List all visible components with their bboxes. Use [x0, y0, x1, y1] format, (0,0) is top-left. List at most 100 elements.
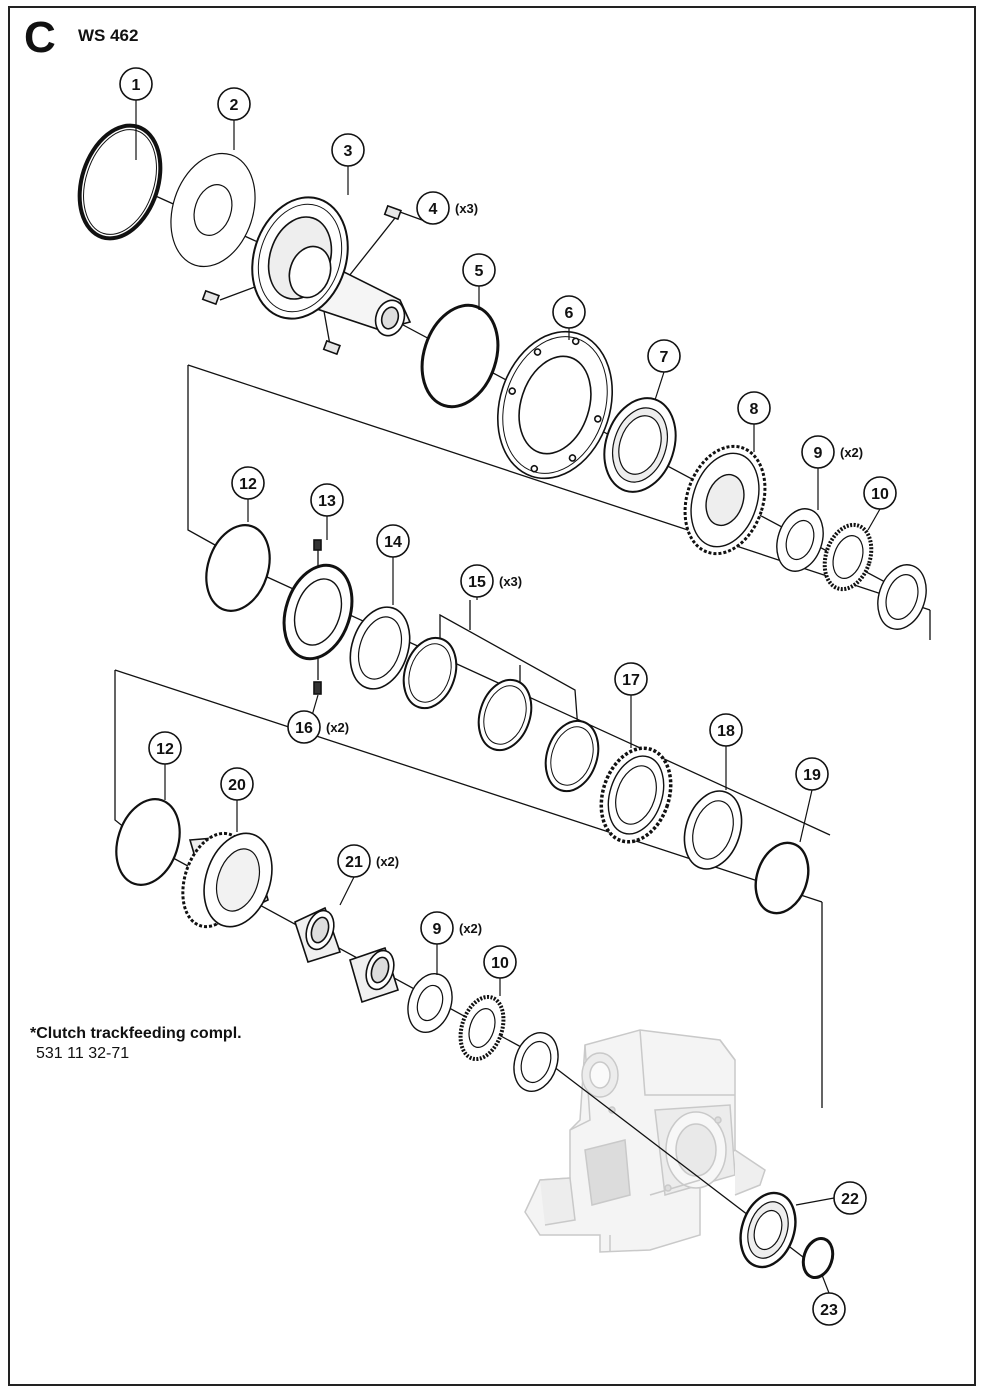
callout-number-9: 9	[433, 921, 442, 938]
washer-9b	[407, 973, 453, 1033]
washer-9a	[776, 508, 824, 572]
callout-bubble-10	[483, 945, 517, 979]
ring-15b	[477, 678, 533, 752]
o-ring-5	[420, 303, 500, 409]
note-part-number: 531 11 32-71	[36, 1045, 130, 1062]
pin-16	[313, 681, 322, 695]
o-ring-1	[77, 123, 163, 241]
callout-bubble-22	[833, 1181, 867, 1215]
callout-bubble-10	[863, 476, 897, 510]
callout-bubble-12	[148, 731, 182, 765]
callout-bubble-9	[420, 911, 454, 945]
gear-17	[599, 746, 673, 844]
callout-bubble-13	[310, 483, 344, 517]
callout-leader-19	[799, 789, 813, 843]
drum-20	[181, 831, 273, 929]
callout-number-6: 6	[565, 305, 574, 322]
callout-bubble-1	[119, 67, 153, 101]
assembly-note: *Clutch trackfeeding compl. 531 11 32-71	[30, 1024, 242, 1064]
callout-bubble-17	[614, 662, 648, 696]
callout-qty-4: (x3)	[455, 201, 478, 216]
section-letter: C	[24, 13, 56, 62]
callout-qty-9: (x2)	[840, 445, 863, 460]
o-ring-12b	[115, 798, 181, 886]
flange-6	[496, 330, 614, 480]
note-title: *Clutch trackfeeding compl.	[30, 1025, 242, 1042]
washer-11a	[877, 564, 927, 630]
callout-number-20: 20	[228, 777, 246, 794]
callout-number-4: 4	[429, 201, 438, 218]
callout-bubble-23	[812, 1292, 846, 1326]
callout-number-12: 12	[239, 476, 257, 493]
sheet-border	[8, 6, 976, 1386]
callout-number-7: 7	[660, 349, 669, 366]
o-ring-12a	[205, 524, 271, 612]
callout-number-21: 21	[345, 854, 363, 871]
key-4b	[201, 289, 220, 306]
ring-15a	[402, 636, 458, 710]
callout-bubble-3	[331, 133, 365, 167]
callout-number-18: 18	[717, 723, 735, 740]
callout-number-16: 16	[295, 720, 313, 737]
needle-sleeve-21a	[294, 906, 342, 963]
model-label: WS 462	[78, 26, 139, 45]
callout-leader-10	[867, 508, 881, 531]
pin-13	[313, 539, 322, 551]
callout-number-15: 15	[468, 574, 486, 591]
callout-qty-16: (x2)	[326, 720, 349, 735]
callout-bubble-21	[337, 844, 371, 878]
callout-bubble-12	[231, 466, 265, 500]
parts	[77, 123, 927, 1280]
ring-14	[349, 606, 411, 690]
callout-number-17: 17	[622, 672, 640, 689]
callout-number-22: 22	[841, 1191, 859, 1208]
callout-leader-21	[339, 876, 355, 906]
hub-3	[251, 196, 412, 337]
disc-13	[282, 563, 354, 661]
needle-sleeve-21b	[349, 946, 399, 1004]
callout-leader-7	[654, 371, 665, 401]
key-4c	[322, 339, 341, 356]
o-ring-19	[754, 841, 810, 915]
circlip-23	[801, 1236, 835, 1280]
callout-bubble-16	[287, 710, 321, 744]
callout-bubble-7	[647, 339, 681, 373]
callout-bubble-19	[795, 757, 829, 791]
callout-number-1: 1	[132, 77, 141, 94]
callout-layer: 1234(x3)56789(x2)1012131415(x3)16(x2)171…	[119, 67, 897, 1326]
thrust-bearing-10b	[458, 994, 506, 1062]
callout-number-10: 10	[871, 486, 889, 503]
disc-2	[170, 152, 256, 268]
callout-number-5: 5	[475, 263, 484, 280]
callout-number-2: 2	[230, 97, 239, 114]
callout-qty-21: (x2)	[376, 854, 399, 869]
callout-leader-22	[795, 1197, 835, 1206]
bearing-7	[603, 397, 677, 493]
ring-15c	[544, 719, 600, 793]
callout-bubble-2	[217, 87, 251, 121]
callout-number-8: 8	[750, 401, 759, 418]
gearbox-housing	[524, 1029, 766, 1253]
bearing-22	[739, 1191, 797, 1269]
callout-number-19: 19	[803, 767, 821, 784]
callout-number-10: 10	[491, 955, 509, 972]
callout-bubble-4	[416, 191, 450, 225]
callout-number-3: 3	[344, 143, 353, 160]
key-4a	[383, 204, 402, 221]
callout-number-12: 12	[156, 741, 174, 758]
callout-bubble-18	[709, 713, 743, 747]
callout-bubble-5	[462, 253, 496, 287]
washer-18	[683, 790, 743, 870]
callout-bubble-9	[801, 435, 835, 469]
callout-number-23: 23	[820, 1302, 838, 1319]
callout-number-13: 13	[318, 493, 336, 510]
callout-qty-9: (x2)	[459, 921, 482, 936]
callout-bubble-6	[552, 295, 586, 329]
callout-leader-23	[821, 1274, 830, 1294]
callout-number-14: 14	[384, 534, 402, 551]
callout-bubble-15	[460, 564, 494, 598]
callout-bubble-8	[737, 391, 771, 425]
callout-qty-15: (x3)	[499, 574, 522, 589]
callout-bubble-14	[376, 524, 410, 558]
